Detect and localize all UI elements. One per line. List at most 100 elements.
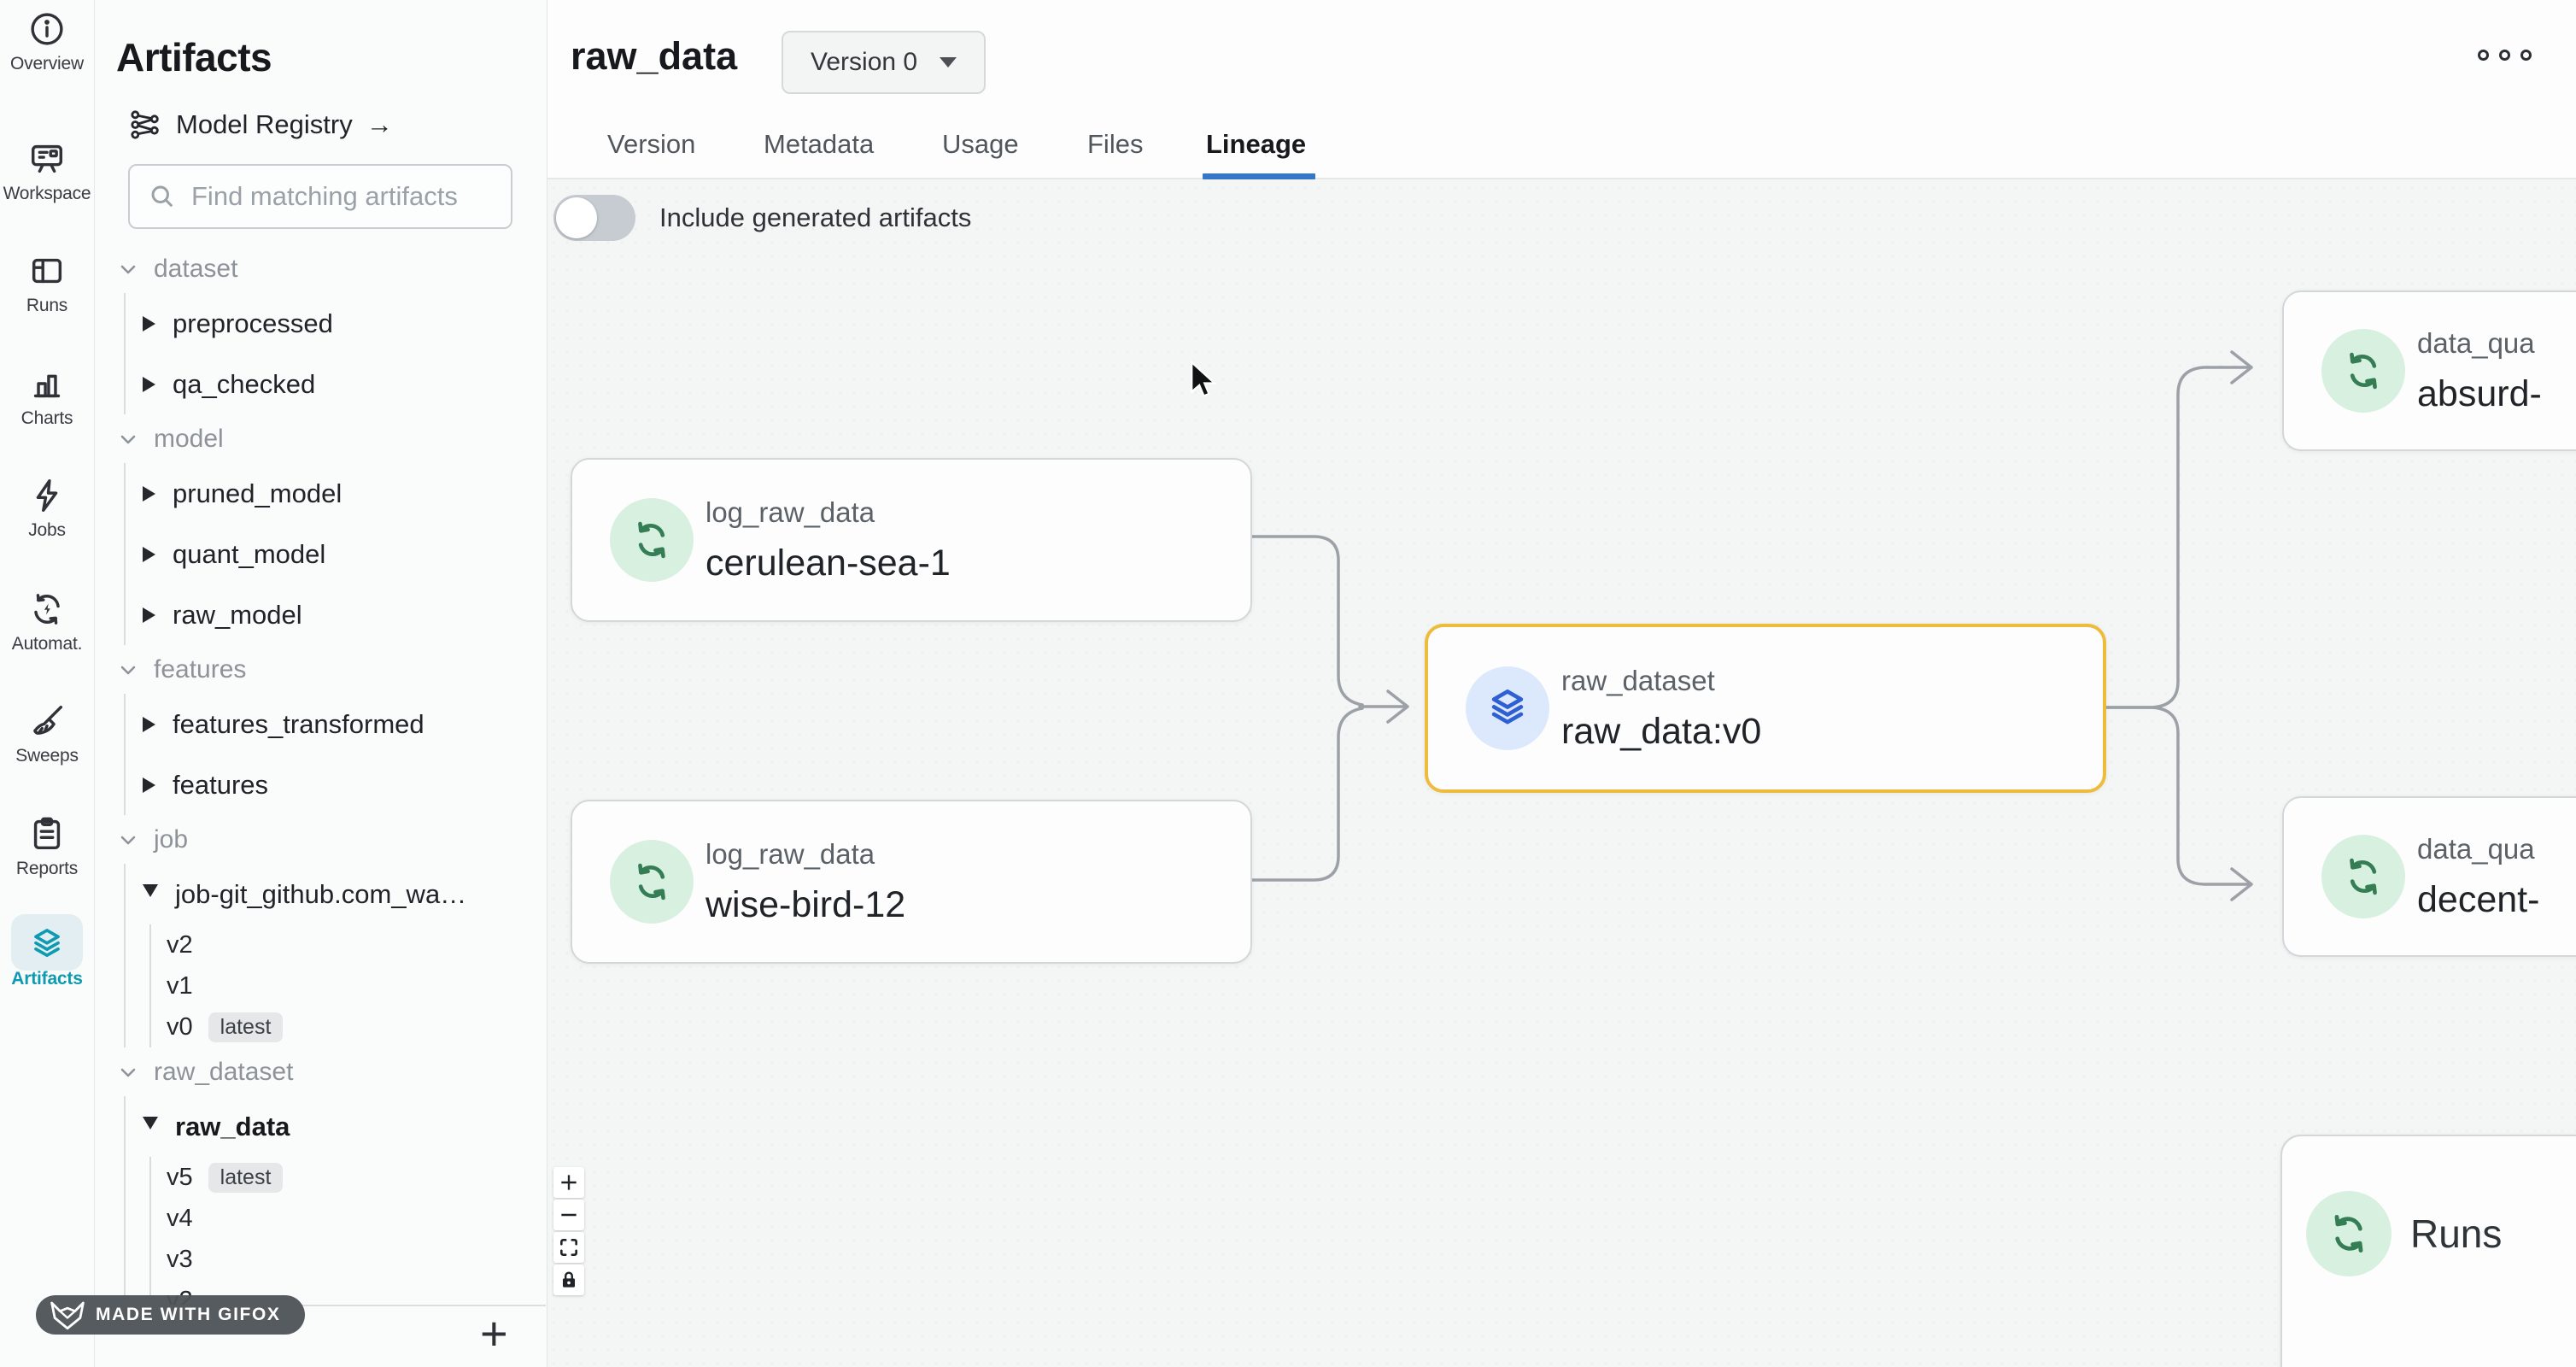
latest-badge: latest [208,1162,284,1193]
tab-usage[interactable]: Usage [942,129,1019,159]
tab-metadata[interactable]: Metadata [764,129,875,159]
artifact-icon-circle [1466,666,1549,750]
tree-item-features_transformed[interactable]: features_transformed [126,694,546,754]
artifact-search-input[interactable]: Find matching artifacts [128,164,512,229]
tree-group-dataset[interactable]: dataset [94,244,546,293]
node-run-name: cerulean-sea-1 [705,542,951,584]
rail-item-charts[interactable]: Charts [0,364,94,429]
node-run-name: absurd- [2417,373,2542,414]
runs-group-header: Runs [2306,1191,2502,1276]
artifact-node-raw-data-v0[interactable]: raw_dataset raw_data:v0 [1425,624,2106,793]
made-with-gifox-badge: MADE WITH GIFOX [36,1295,305,1335]
tree-group-job[interactable]: job [94,815,546,864]
tree-group-children: raw_datav5latestv4v3v2 [124,1096,546,1305]
tab-files[interactable]: Files [1087,129,1144,159]
tab-version[interactable]: Version [607,129,696,159]
node-text: data_qua decent- [2417,833,2539,921]
rail-item-reports[interactable]: Reports [0,814,94,879]
rail-item-jobs[interactable]: Jobs [0,476,94,541]
tree-version-v3[interactable]: v3 [151,1239,546,1280]
tree-item-label: job-git_github.com_wa… [175,878,467,909]
ellipsis-dot [2499,50,2510,61]
rail-item-artifacts[interactable]: Artifacts [0,914,94,989]
run-node-decent[interactable]: data_qua decent- [2282,796,2576,957]
caret-right-icon [143,777,155,793]
lock-button[interactable] [553,1264,584,1295]
sync-icon [2350,858,2377,895]
rail-item-overview[interactable]: Overview [0,9,94,74]
tree-group-model[interactable]: model [94,414,546,463]
tree-group-raw_dataset[interactable]: raw_dataset [94,1047,546,1096]
caret-right-icon [143,607,155,623]
tree-item-preprocessed[interactable]: preprocessed [126,293,546,354]
tree-item-versions: v5latestv4v3v2 [149,1157,546,1305]
tree-item-label: features_transformed [173,708,424,739]
layers-icon [1491,689,1524,725]
table-icon [27,251,67,290]
node-text: raw_dataset raw_data:v0 [1561,665,1761,753]
rail-item-automat[interactable]: Automat. [0,590,94,654]
version-label: v0 [167,1012,193,1041]
tree-item-raw_model[interactable]: raw_model [126,584,546,645]
tree-version-v5[interactable]: v5 latest [151,1157,546,1198]
rail-item-label: Sweeps [15,746,79,766]
include-generated-toggle[interactable] [553,195,635,241]
rail-item-runs[interactable]: Runs [0,251,94,316]
sidebar-title: Artifacts [116,35,272,79]
run-node-wise-bird-12[interactable]: log_raw_data wise-bird-12 [571,800,1252,964]
zoom-in-button[interactable] [553,1167,584,1198]
tree-version-v2[interactable]: v2 [151,924,546,965]
toggle-knob [556,197,597,238]
caret-right-icon [143,315,155,331]
node-job-type: data_qua [2417,326,2535,359]
fit-view-button[interactable] [553,1232,584,1263]
run-node-absurd[interactable]: data_qua absurd- [2282,290,2576,451]
tree-item-label: features [173,769,269,800]
rail-item-workspace[interactable]: Workspace [0,139,94,204]
tree-item-pruned_model[interactable]: pruned_model [126,463,546,524]
tree-item-qa_checked[interactable]: qa_checked [126,354,546,414]
tree-item-quant_model[interactable]: quant_model [126,524,546,584]
tree-item-raw_data[interactable]: raw_data [126,1096,546,1157]
tree-item-label: raw_model [173,599,302,630]
runs-group-node[interactable]: Runs Search Ru [2280,1135,2576,1367]
model-registry-link[interactable]: Model Registry → [128,108,393,142]
active-tab-underline [1203,173,1315,179]
node-job-type: log_raw_data [705,496,875,528]
zoom-out-button[interactable] [553,1200,584,1230]
node-text: log_raw_data cerulean-sea-1 [705,496,951,584]
broom-icon [27,701,67,741]
include-generated-label: Include generated artifacts [659,202,972,232]
canvas-controls [553,1167,584,1295]
lock-icon [562,1271,576,1288]
run-node-cerulean-sea-1[interactable]: log_raw_data cerulean-sea-1 [571,458,1252,622]
info-icon [27,9,67,49]
version-label: v5 [167,1163,193,1191]
chevron-down-icon [118,1062,138,1082]
tab-lineage[interactable]: Lineage [1206,129,1307,159]
tree-group-features[interactable]: features [94,645,546,694]
tree-version-v1[interactable]: v1 [151,965,546,1006]
overflow-menu-button[interactable] [2478,50,2532,61]
runs-group-title: Runs [2410,1212,2503,1256]
search-placeholder: Find matching artifacts [191,181,458,211]
sidebar-divider [94,1305,546,1306]
tree-group-label: model [154,424,224,453]
tree-version-v4[interactable]: v4 [151,1198,546,1239]
node-job-type: data_qua [2417,832,2535,865]
tree-item-features[interactable]: features [126,754,546,815]
rail-item-sweeps[interactable]: Sweeps [0,701,94,766]
node-run-name: wise-bird-12 [705,883,906,925]
lineage-canvas[interactable]: Include generated artifacts log_raw_data… [547,181,2576,1367]
version-dropdown[interactable]: Version 0 [782,31,986,94]
node-text: log_raw_data wise-bird-12 [705,838,905,926]
workspace-icon [27,139,67,179]
chevron-down-icon [118,660,138,680]
add-artifact-button[interactable]: + [480,1306,508,1360]
tree-item-job-git_githubcom_wa[interactable]: job-git_github.com_wa… [126,864,546,924]
version-label: v1 [167,971,193,1000]
